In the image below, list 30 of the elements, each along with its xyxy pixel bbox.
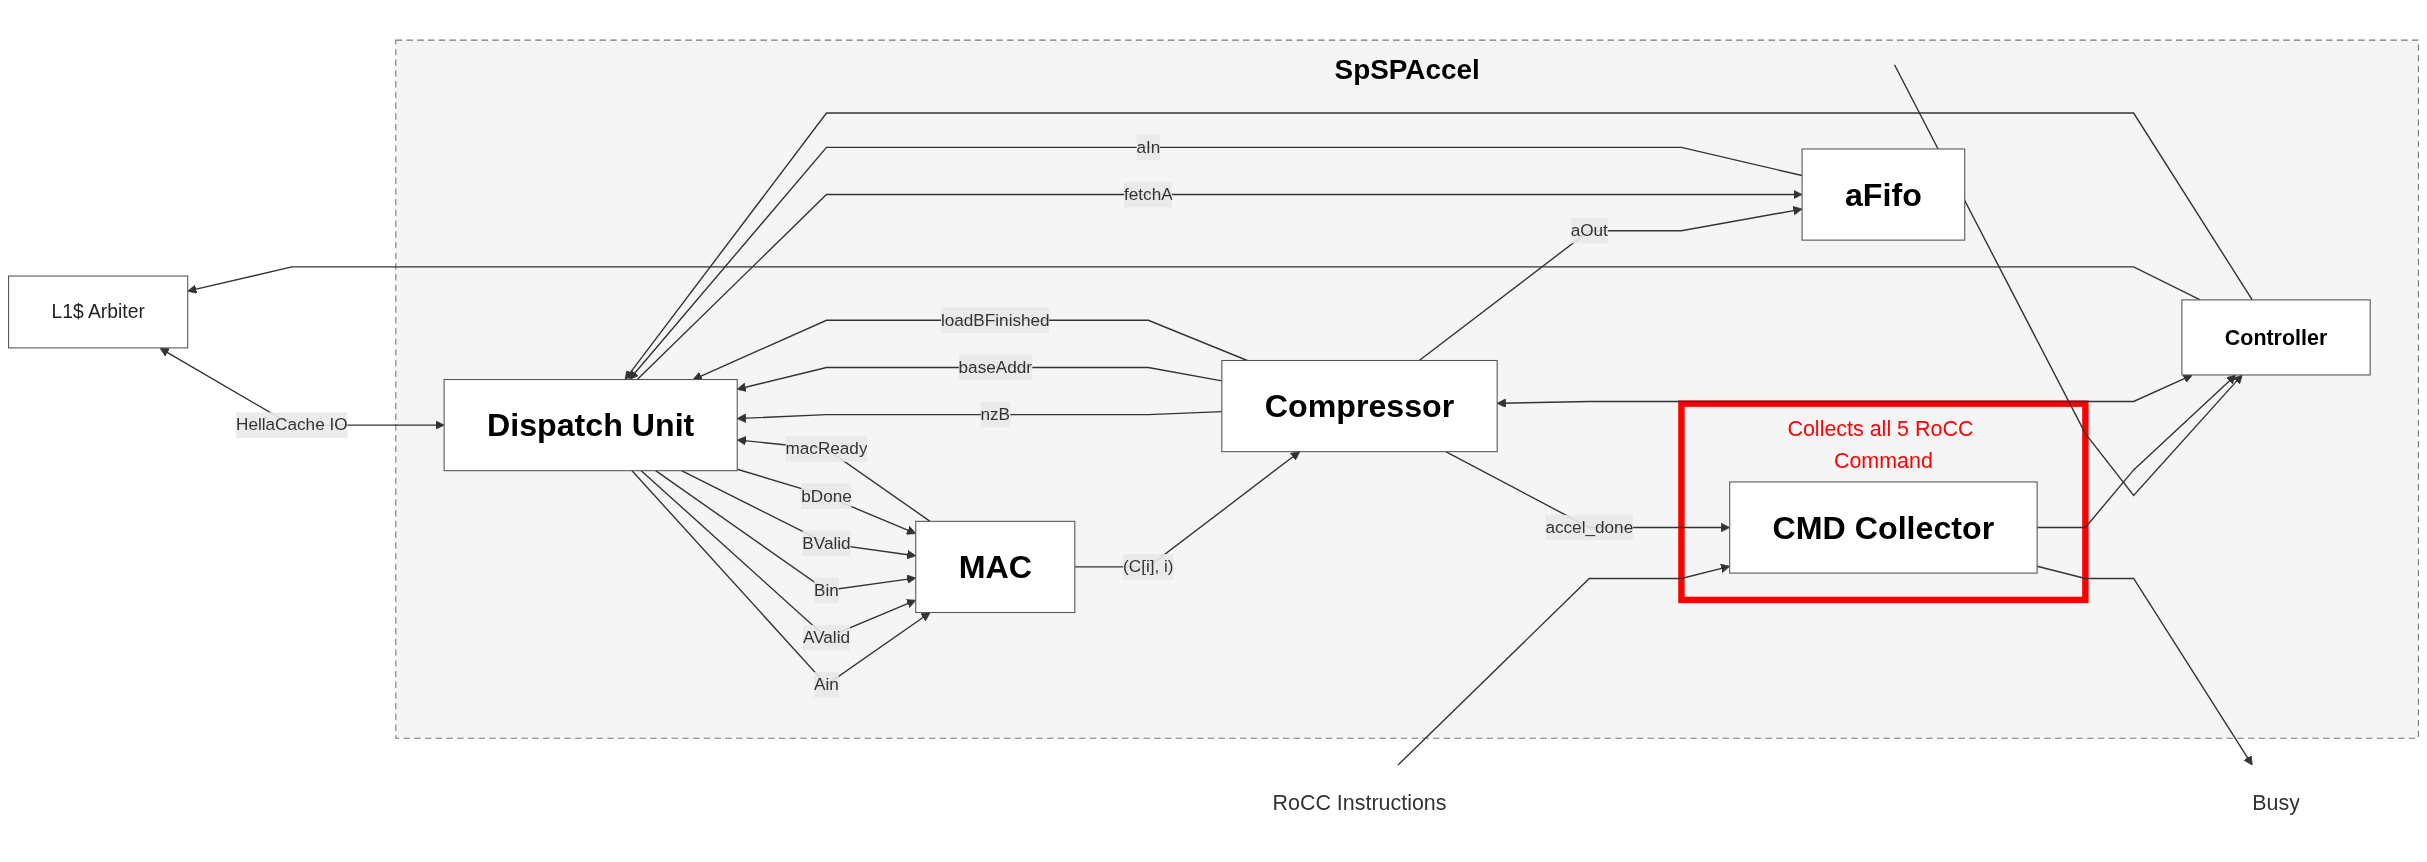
- arrow: [1418, 206, 1803, 362]
- node-box: aFifo: [1801, 148, 1966, 241]
- node-box: L1$ Arbiter: [8, 275, 189, 349]
- edge-label: loadBFinished: [940, 310, 1050, 329]
- edge-label: accel_done: [1545, 517, 1634, 537]
- edge-label: HellaCache IO: [235, 415, 348, 434]
- arrow: [636, 189, 1803, 381]
- edge-label: BValid: [802, 533, 851, 552]
- edge-label: nzB: [980, 404, 1011, 424]
- edge-label: (C[i], i): [1123, 557, 1174, 576]
- arrow: [187, 266, 2201, 301]
- edge-label: Ain: [814, 675, 839, 694]
- node-box: Controller: [2181, 299, 2371, 376]
- node-box: Compressor: [1221, 359, 1498, 453]
- edge-label: aOut: [1570, 221, 1608, 240]
- node-box: Dispatch Unit: [443, 379, 738, 472]
- node-box: MAC: [915, 520, 1076, 614]
- edge-label: aIn: [1136, 137, 1161, 156]
- arrow: [628, 146, 1803, 380]
- arrow: [624, 112, 2253, 380]
- edge-label: baseAddr: [958, 357, 1033, 377]
- node-text: Busy: [2252, 790, 2300, 815]
- arrow: [1893, 64, 2243, 497]
- node-box: CMD Collector: [1729, 481, 2038, 574]
- edge-label: Bin: [814, 580, 839, 600]
- node-text: RoCC Instructions: [1272, 790, 1447, 815]
- edge-label: bDone: [801, 486, 852, 505]
- edge-label: AValid: [802, 628, 851, 647]
- edge-label: macReady: [785, 439, 868, 458]
- edge-label: fetchA: [1124, 184, 1173, 204]
